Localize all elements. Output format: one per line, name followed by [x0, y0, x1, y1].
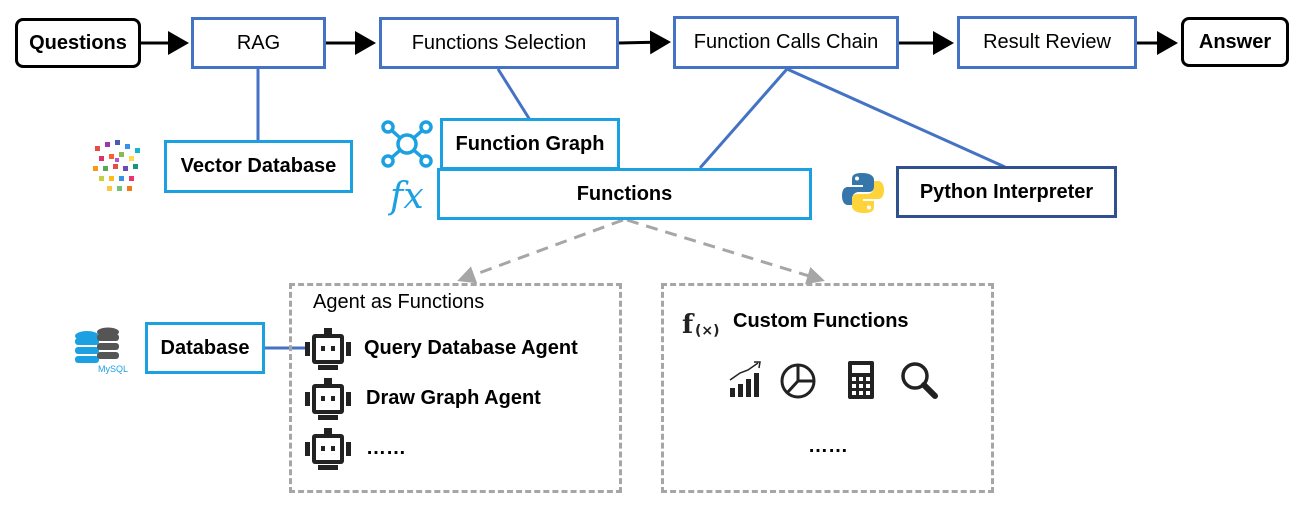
svg-text:(×): (×): [695, 323, 720, 339]
vector-cube-icon: [85, 134, 151, 200]
link-chain-functions: [698, 68, 789, 169]
dashed-arrow-custom: [626, 218, 825, 285]
link-selection-graph: [496, 68, 532, 121]
python-interpreter-node: Python Interpreter: [896, 166, 1117, 218]
robot-icon: [305, 428, 351, 470]
custom-more: ……: [808, 435, 848, 457]
f-x-icon: f (×): [682, 307, 726, 341]
svg-text:fx: fx: [388, 176, 424, 217]
questions-node: Questions: [15, 18, 141, 68]
answer-node: Answer: [1181, 17, 1289, 67]
rag-node: RAG: [191, 17, 326, 69]
custom-panel-title: Custom Functions: [733, 310, 909, 332]
agent-item: ……: [366, 437, 406, 459]
calculator-icon: [847, 360, 875, 400]
custom-functions-panel: [661, 283, 994, 493]
graph-network-icon: [380, 118, 434, 170]
functions-node: Functions: [437, 168, 812, 220]
mysql-label: MySQL: [98, 364, 128, 374]
link-chain-python: [786, 67, 1006, 169]
agent-functions-panel: [289, 283, 622, 493]
bar-chart-icon: [728, 360, 762, 400]
python-icon: [840, 170, 886, 216]
arrow-selection-chain: [618, 30, 671, 55]
robot-icon: [305, 328, 351, 370]
agent-item: Draw Graph Agent: [366, 387, 541, 409]
result-review-node: Result Review: [957, 16, 1137, 69]
mysql-database-icon: MySQL: [72, 322, 136, 374]
magnifier-icon: [899, 360, 939, 400]
function-graph-node: Function Graph: [440, 118, 620, 170]
robot-icon: [305, 378, 351, 420]
dashed-arrow-agents: [457, 218, 624, 284]
fx-icon: fx: [387, 172, 432, 220]
agent-panel-title: Agent as Functions: [313, 291, 485, 313]
pie-chart-icon: [779, 360, 819, 400]
database-node: Database: [145, 322, 265, 374]
function-calls-chain-node: Function Calls Chain: [673, 16, 899, 69]
functions-selection-node: Functions Selection: [379, 17, 619, 69]
agent-item: Query Database Agent: [364, 337, 578, 359]
svg-text:f: f: [682, 310, 695, 340]
vector-database-node: Vector Database: [164, 140, 353, 193]
